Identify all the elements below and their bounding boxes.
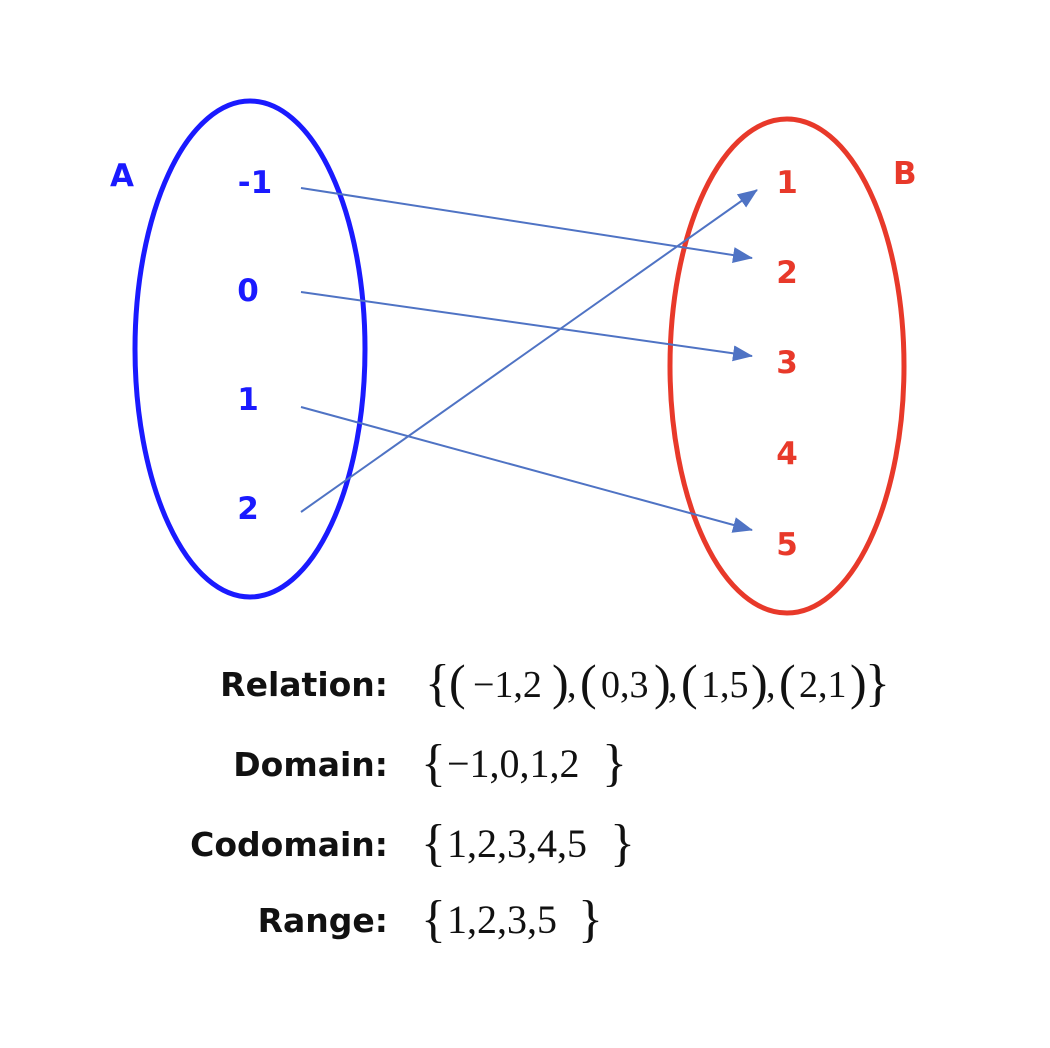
codomain-values: 1,2,3,4,5 bbox=[447, 821, 587, 866]
pair-separator: , bbox=[567, 664, 577, 706]
brace-open: { bbox=[425, 655, 450, 712]
mapping-arrow bbox=[300, 406, 753, 533]
pair-separator: , bbox=[766, 664, 776, 706]
set-b-label: B bbox=[893, 156, 917, 192]
set-a-label: A bbox=[110, 158, 134, 194]
set-b-element: 2 bbox=[776, 255, 798, 291]
range-values: 1,2,3,5 bbox=[447, 897, 557, 942]
set-b-ellipse bbox=[667, 116, 907, 616]
paren-open: ( bbox=[681, 654, 698, 710]
paren-close: ) bbox=[850, 654, 867, 710]
relation-label: Relation: bbox=[220, 665, 388, 704]
brace-close: } bbox=[578, 891, 603, 948]
brace-close: } bbox=[610, 815, 635, 872]
brace-close: } bbox=[602, 735, 627, 792]
domain-values: −1,0,1,2 bbox=[447, 741, 580, 786]
domain-set: { −1,0,1,2 } bbox=[421, 735, 627, 792]
domain-label: Domain: bbox=[233, 745, 388, 784]
set-b-element: 3 bbox=[776, 345, 798, 381]
set-a-element: 1 bbox=[237, 382, 259, 418]
mapping-arrow bbox=[300, 187, 753, 263]
range-label: Range: bbox=[258, 901, 388, 940]
brace-open: { bbox=[421, 735, 446, 792]
set-a-ellipse bbox=[132, 98, 368, 600]
relation-pair: 1,5 bbox=[701, 664, 749, 706]
brace-open: { bbox=[421, 891, 446, 948]
brace-close: } bbox=[865, 655, 890, 712]
codomain-label: Codomain: bbox=[190, 825, 388, 864]
codomain-set: { 1,2,3,4,5 } bbox=[421, 815, 635, 872]
mapping-arrow bbox=[300, 291, 753, 362]
paren-close: ) bbox=[654, 654, 671, 710]
mapping-arrow bbox=[300, 189, 758, 513]
paren-open: ( bbox=[580, 654, 597, 710]
paren-open: ( bbox=[449, 654, 466, 710]
relation-set: { ( −1,2 ) , ( 0,3 ) , ( 1,5 ) , ( 2,1 )… bbox=[425, 654, 890, 712]
set-a-element: 2 bbox=[237, 491, 259, 527]
set-a-element: -1 bbox=[238, 165, 272, 201]
relation-pair: −1,2 bbox=[473, 664, 542, 706]
range-set: { 1,2,3,5 } bbox=[421, 891, 603, 948]
brace-open: { bbox=[421, 815, 446, 872]
set-b-element: 5 bbox=[776, 527, 798, 563]
paren-close: ) bbox=[552, 654, 569, 710]
relation-pair: 0,3 bbox=[601, 664, 649, 706]
paren-close: ) bbox=[751, 654, 768, 710]
set-a-element: 0 bbox=[237, 273, 259, 309]
set-b-element: 4 bbox=[776, 436, 798, 472]
paren-open: ( bbox=[779, 654, 796, 710]
pair-separator: , bbox=[668, 664, 678, 706]
relation-pair: 2,1 bbox=[799, 664, 847, 706]
set-b-element: 1 bbox=[776, 165, 798, 201]
